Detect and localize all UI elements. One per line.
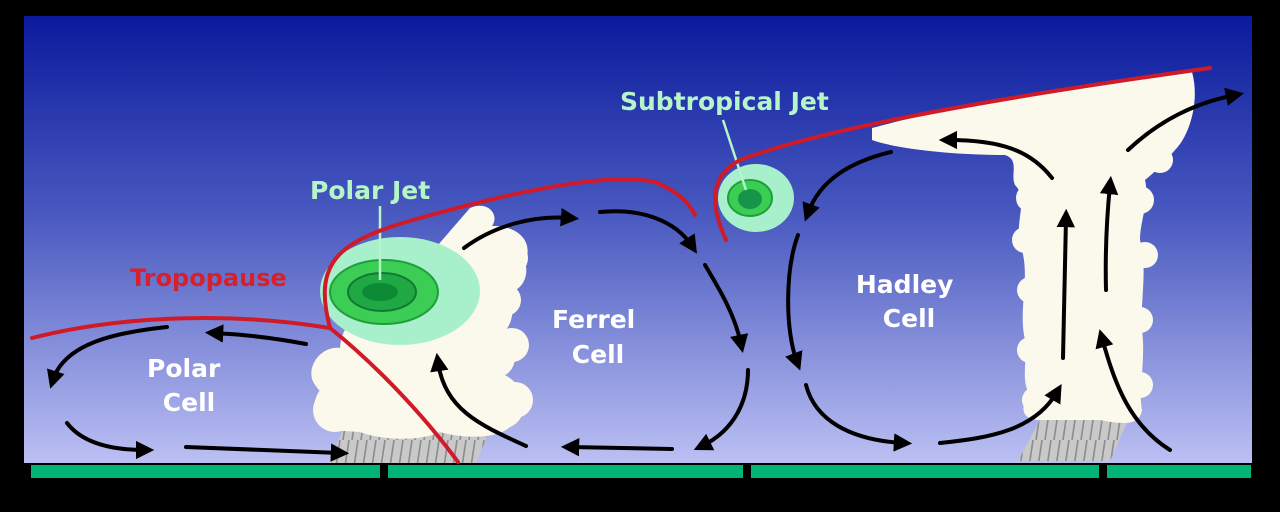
tropopause-label: Tropopause — [130, 264, 287, 292]
polar-cell-label: Polar Cell — [147, 354, 229, 417]
circulation-arrows — [47, 87, 1245, 462]
polar-jet-label: Polar Jet — [310, 176, 430, 205]
ground-strip — [24, 463, 1252, 481]
polar-jet-core — [320, 237, 480, 345]
hadley-tower-cloud — [872, 72, 1195, 423]
tropopause-line — [30, 66, 1212, 464]
subtropical-jet-pointer — [721, 119, 748, 191]
subtropical-jet-label: Subtropical Jet — [620, 87, 829, 116]
hadley-cell-label: Hadley Cell — [856, 270, 962, 333]
ferrel-cell-label: Ferrel Cell — [552, 305, 644, 369]
subtropical-jet-core — [718, 164, 794, 232]
tropical-rain — [1018, 420, 1128, 461]
